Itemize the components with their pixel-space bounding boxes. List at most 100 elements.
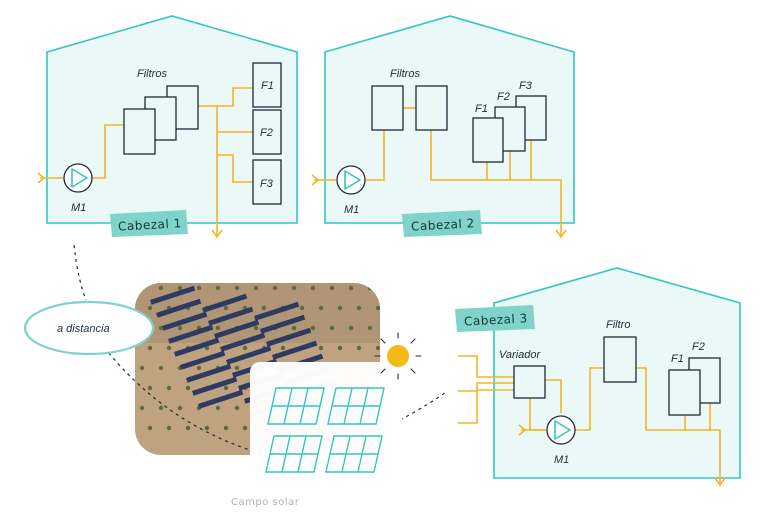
cabezal-2-tag-bg [402,210,482,237]
cabezal-3-pipes [458,355,726,487]
sun-icon [374,332,422,380]
olive-tree [242,345,248,351]
olive-tree [356,345,362,351]
olive-tree [261,305,267,311]
cabezal-1-tag-bg [110,210,188,237]
olive-tree [310,325,316,331]
olive-tree [299,305,305,311]
cabezal-2-filter-b [415,85,448,131]
olive-tree [166,385,172,391]
olive-tree [234,285,240,291]
panel-row [220,332,266,352]
olive-tree [223,385,229,391]
olive-tree [253,325,259,331]
olive-tree [177,325,183,331]
cabezal-1-filters-label: Filtros [137,68,167,80]
cabezal-3-filtro-box [603,336,637,383]
cabezal-3-f2-label: F2 [692,341,705,353]
remote-label: a distancia [57,323,110,335]
olive-tree [166,345,172,351]
olive-tree [185,425,191,431]
cabezal-3-pump-icon [546,415,576,445]
olive-tree [223,425,229,431]
olive-tree [147,345,153,351]
cabezal-2-panel: Filtros F1 F2 F3 M1 Cabezal 2 [311,15,575,239]
cabezal-3-f1-label: F1 [671,353,684,365]
cabezal-3-pump-label: M1 [554,454,569,466]
olive-tree [158,365,164,371]
olive-tree [234,405,240,411]
panel-row [162,311,208,331]
olive-tree [291,285,297,291]
cabezal-1-f1-label: F1 [261,80,274,92]
olive-tree [158,325,164,331]
panel-row [168,324,214,344]
olive-tree [356,305,362,311]
panel-row [202,293,248,313]
cabezal-1-f3-label: F3 [260,178,274,190]
cabezal-1-panel: Filtros F1 F2 F3 M1 Cabezal 1 [37,15,298,239]
olive-tree [310,285,316,291]
cabezal-2-f1-label: F1 [475,103,488,115]
olive-tree [147,305,153,311]
panel-row [260,314,306,334]
remote-ellipse [23,300,155,356]
panel-row [208,306,254,326]
olive-tree [329,325,335,331]
cabezal-2-f2-label: F2 [497,91,510,103]
olive-tree [204,425,210,431]
olive-tree [215,285,221,291]
olive-tree [177,405,183,411]
cabezal-2-f3-label: F3 [519,80,533,92]
cabezal-3-f1-box [668,369,701,416]
olive-tree [147,425,153,431]
cabezal-1-pump-icon [63,163,93,193]
cabezal-1-tag: Cabezal 1 [118,216,182,233]
cabezal-2-pump-icon [336,165,366,195]
panel-row [192,376,238,396]
cabezal-2-pipes [311,107,567,239]
solar-module-icon [267,387,325,425]
olive-tree [215,325,221,331]
panel-row [266,327,312,347]
solar-module-icon [265,435,323,473]
olive-tree [196,285,202,291]
olive-tree [204,345,210,351]
cabezal-2-tag: Cabezal 2 [411,216,475,233]
panel-row [180,350,226,370]
solar-module-icon [325,435,383,473]
panel-row [150,285,196,305]
olive-tree [348,285,354,291]
olive-tree [215,405,221,411]
olive-tree [177,285,183,291]
olive-tree [337,345,343,351]
olive-tree [272,285,278,291]
panel-row [254,301,300,321]
cabezal-1-f2-box [252,109,282,155]
olive-tree [348,325,354,331]
panel-row [214,319,260,339]
olive-tree [185,385,191,391]
olive-tree [375,345,380,351]
olive-tree [337,305,343,311]
solar-module-icon [327,387,385,425]
panel-row [226,345,272,365]
cabezal-2-filters-label: Filtros [390,68,420,80]
cabezal-3-filtro-label: Filtro [606,319,630,331]
cabezal-3-variador-box [513,365,546,399]
panel-row [156,298,202,318]
olive-tree [158,405,164,411]
solar-field-caption: Campo solar [231,497,300,508]
olive-tree [166,425,172,431]
olive-tree [329,285,335,291]
panel-row [186,363,232,383]
cabezal-1-f1-box [252,62,282,108]
cabezal-1-filter-front [123,108,156,155]
cabezal-2-pump-label: M1 [344,204,359,216]
olive-tree [291,325,297,331]
cabezal-1-f3-box [252,159,282,205]
panel-row [198,389,244,409]
cabezal-2-house [324,15,575,224]
olive-tree [139,405,145,411]
olive-tree [139,365,145,371]
